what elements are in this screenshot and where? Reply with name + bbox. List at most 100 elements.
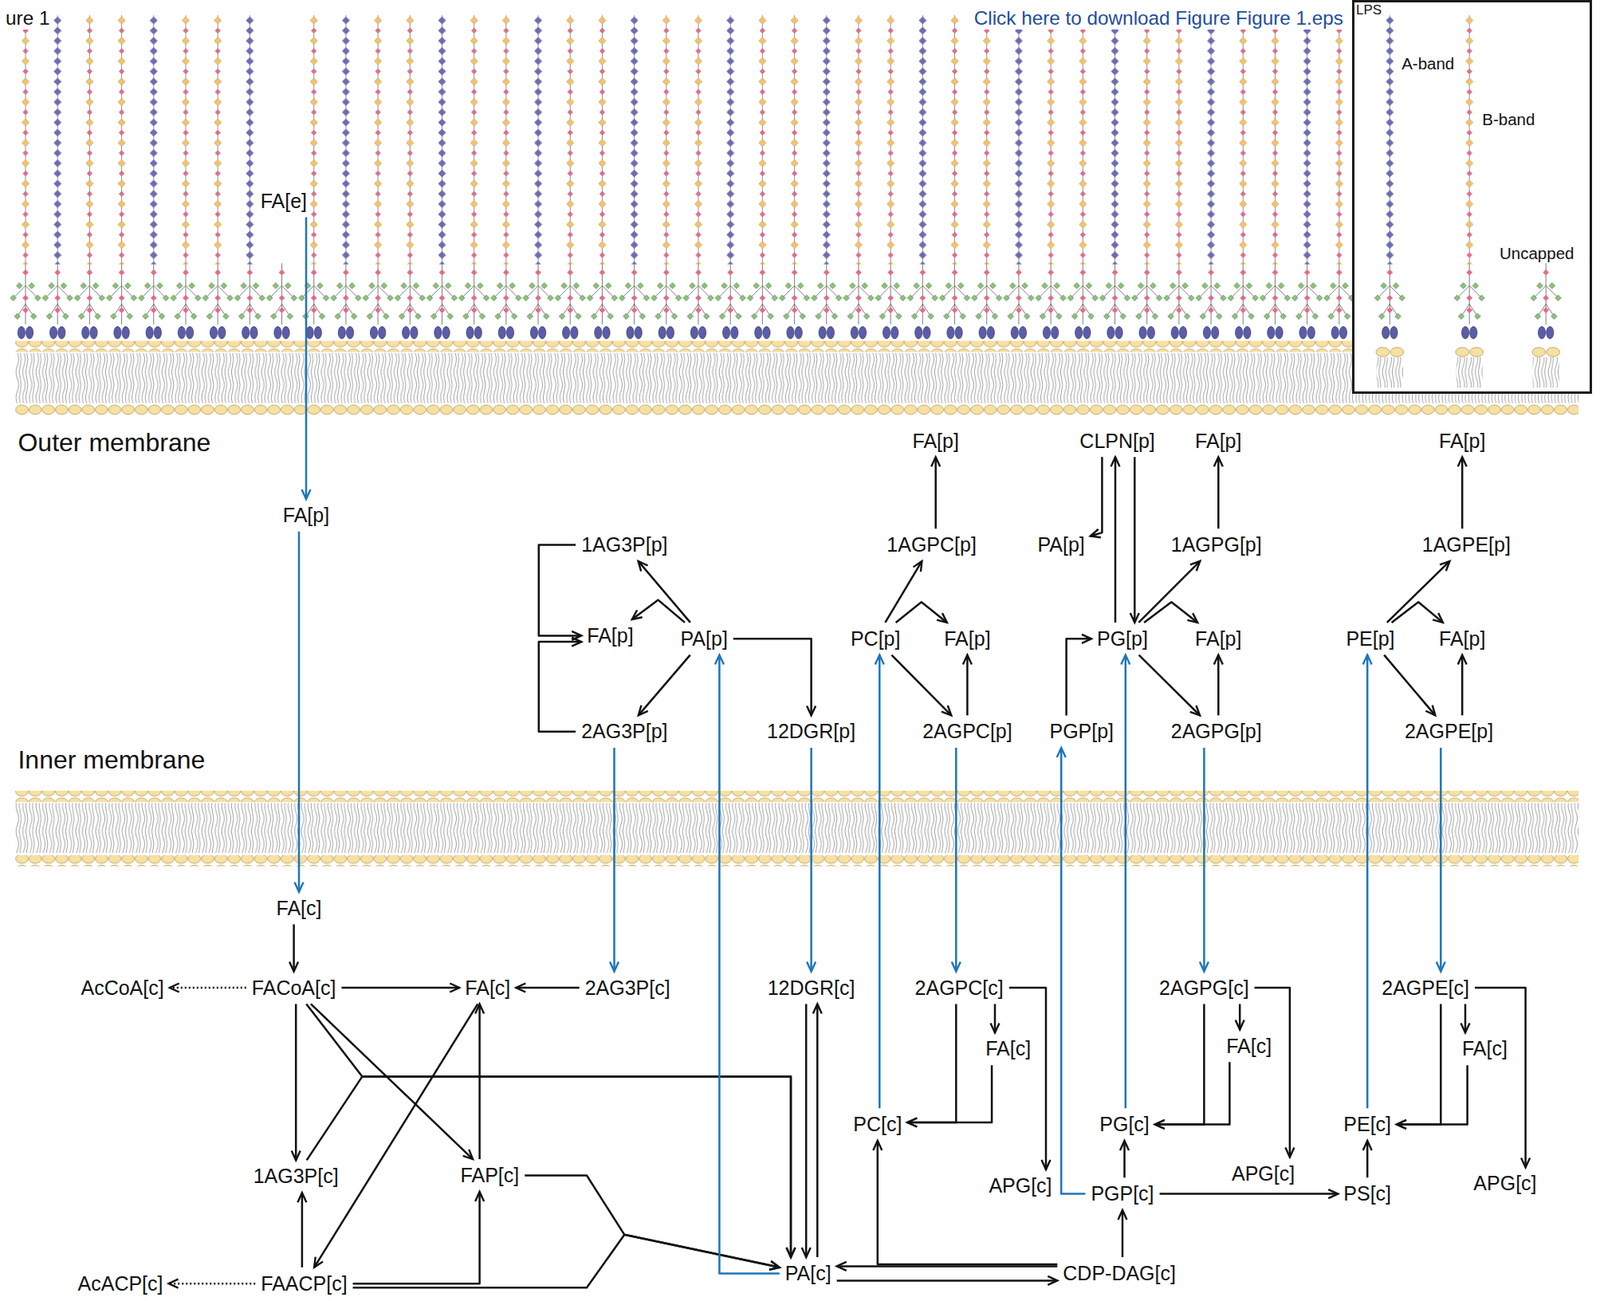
lps-molecule [1227, 15, 1258, 339]
transport-arrow [878, 655, 881, 1109]
metabolite-node: PGP[p] [1046, 718, 1117, 745]
reaction-arrow [1238, 1003, 1242, 1030]
reaction-arrow [1090, 456, 1103, 536]
node-text: 2AGPG[p] [1171, 719, 1262, 743]
metabolite-node: PA[c] [782, 1260, 834, 1287]
label-text: Click here to download Figure Figure 1.e… [972, 7, 1345, 30]
node-text: FA[p] [283, 503, 330, 527]
lps-molecule [1035, 15, 1066, 339]
lps-molecule [1163, 15, 1195, 339]
metabolite-node: 1AGPG[p] [1168, 531, 1265, 559]
metabolite-node: FA[p] [910, 428, 962, 455]
node-text: 1AGPE[p] [1422, 533, 1511, 556]
reaction-arrow [837, 1265, 1058, 1268]
reaction-arrow [478, 1003, 481, 1160]
lps-molecule [811, 15, 842, 339]
label-text: Inner membrane [15, 745, 207, 775]
node-text: FAP[c] [460, 1163, 520, 1187]
lps-molecule [170, 15, 201, 339]
reaction-arrow [1138, 561, 1200, 623]
reaction-arrow [934, 456, 937, 529]
transport-arrow [809, 747, 813, 972]
metabolite-node: 1AGPE[p] [1419, 531, 1514, 559]
reaction-arrow [310, 1003, 473, 1160]
reaction-arrow [1121, 1210, 1125, 1258]
metabolite-node: 12DGR[p] [764, 718, 858, 745]
reaction-arrow [1391, 601, 1443, 623]
lps-molecule [394, 15, 425, 339]
metabolite-node: FA[p] [1192, 428, 1244, 455]
node-text: PE[p] [1345, 627, 1395, 650]
metabolite-node: FA[p] [941, 625, 993, 653]
metabolite-node: 2AGPG[p] [1168, 718, 1265, 745]
transport-arrow [613, 747, 616, 972]
metabolite-node: FA[p] [1436, 428, 1488, 455]
node-text: APG[c] [1231, 1162, 1295, 1185]
label-text: B-band [1480, 110, 1537, 130]
reaction-arrow [907, 1003, 956, 1123]
metabolite-node: APG[c] [1229, 1160, 1298, 1188]
node-text: 2AGPE[p] [1404, 719, 1494, 743]
lps-molecule [234, 15, 265, 339]
reaction-arrow [1461, 456, 1464, 529]
transport-arrow [955, 747, 958, 972]
node-text: FA[p] [1438, 627, 1486, 650]
node-text: FA[c] [985, 1037, 1031, 1060]
reaction-arrow [1217, 456, 1220, 529]
reaction-arrow [805, 1003, 808, 1258]
node-text: 2AG3P[c] [585, 976, 671, 999]
metabolite-node: 1AGPC[p] [884, 531, 979, 559]
label-text: A-band [1399, 54, 1456, 74]
node-text: CDP-DAG[c] [1062, 1261, 1176, 1285]
metabolite-node: FA[p] [1192, 625, 1244, 653]
metabolite-node: 1AG3P[p] [578, 531, 670, 559]
node-text: PC[c] [853, 1112, 902, 1136]
reaction-arrow [169, 986, 247, 990]
lps-molecule [1099, 15, 1130, 339]
node-text: APG[c] [1473, 1171, 1537, 1195]
lps-chains [10, 15, 1355, 339]
reaction-arrow [1159, 1192, 1339, 1196]
lps-molecule [298, 15, 330, 339]
reaction-arrow [1254, 987, 1290, 1158]
reaction-arrow [1155, 1061, 1231, 1125]
node-text: PC[p] [850, 627, 901, 650]
metabolite-node: CLPN[p] [1077, 428, 1157, 455]
metabolite-node: FA[c] [274, 895, 325, 922]
reaction-arrow [1366, 1140, 1369, 1178]
reaction-arrow [1155, 1003, 1205, 1125]
node-text: FA[p] [943, 627, 991, 650]
lps-molecule [106, 15, 137, 339]
reaction-arrow [638, 655, 691, 716]
metabolite-node: PC[p] [848, 625, 904, 653]
metabolite-node: 2AGPC[p] [919, 718, 1015, 745]
transport-arrow [298, 531, 301, 893]
transport-arrow [305, 217, 308, 500]
inner-heads-top [15, 790, 1579, 802]
lps-inset: LPS [1352, 0, 1593, 394]
node-text: PGP[c] [1090, 1182, 1154, 1205]
lps-molecule [1003, 15, 1034, 339]
reaction-arrow [1123, 1140, 1126, 1178]
metabolite-node: APG[c] [986, 1172, 1054, 1200]
lps-molecule [715, 15, 746, 339]
node-text: PA[p] [1037, 533, 1086, 556]
lps-molecule [266, 263, 297, 339]
lps-molecule [907, 15, 938, 339]
node-text: APG[c] [988, 1174, 1052, 1197]
inner-tails [15, 802, 1579, 854]
metabolite-node: PG[p] [1094, 625, 1151, 653]
node-text: 2AG3P[p] [581, 719, 668, 743]
node-text: PGP[p] [1049, 719, 1114, 743]
metabolite-node: PE[p] [1343, 625, 1397, 653]
node-text: PA[c] [785, 1261, 832, 1285]
metabolite-node: 12DGR[c] [765, 974, 858, 1002]
reaction-arrow [1217, 655, 1220, 716]
node-text: 1AGPG[p] [1171, 533, 1262, 556]
node-text: 12DGR[c] [767, 976, 856, 999]
transport-arrow [1366, 655, 1369, 1109]
metabolite-node: FA[p] [584, 622, 636, 649]
transport-arrow [1124, 655, 1128, 1109]
metabolite-node: PGP[c] [1088, 1180, 1156, 1207]
reaction-arrow [891, 655, 952, 716]
